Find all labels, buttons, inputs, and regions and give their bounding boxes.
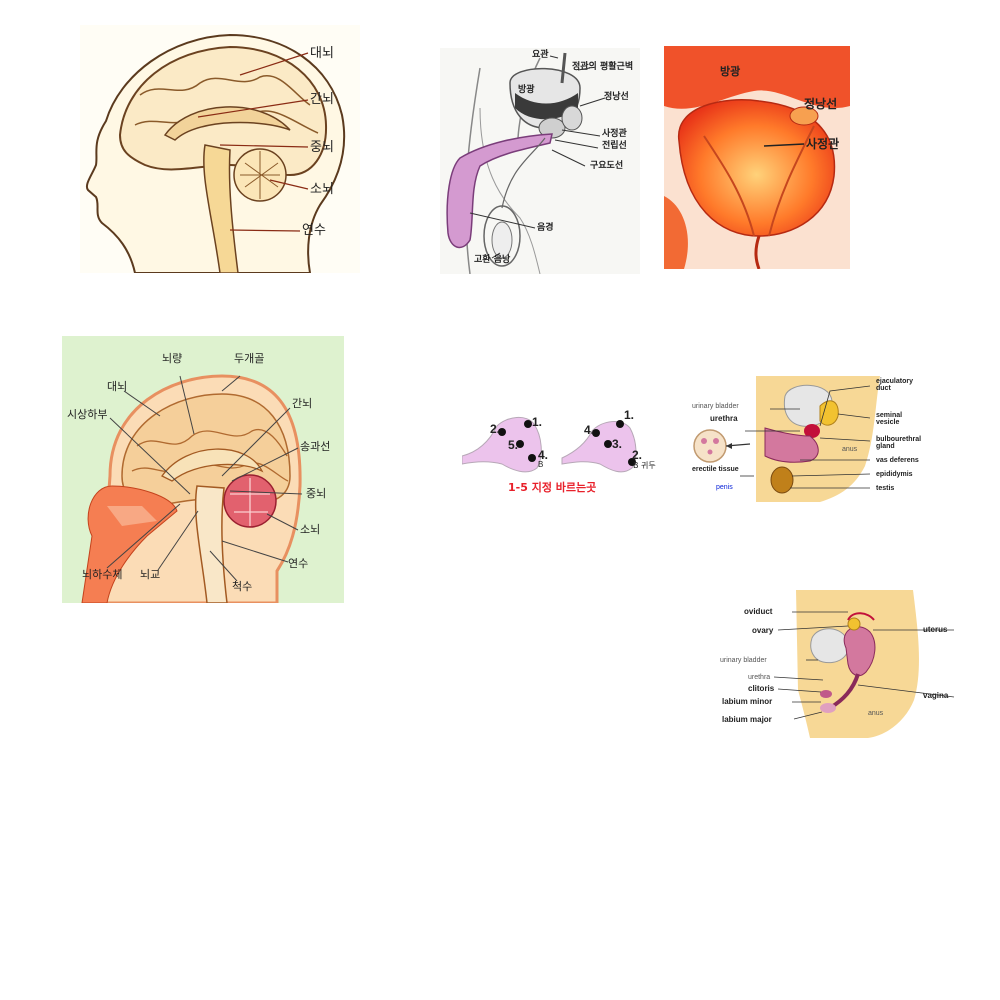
male-english-label: testis — [876, 485, 895, 492]
male-english-label: erectile tissue — [692, 466, 739, 473]
brain-sketch-label: 대뇌 — [310, 46, 334, 61]
brain-color-label: 소뇌 — [300, 523, 321, 536]
point-sub-label: B — [538, 460, 544, 469]
female-english-label: labium major — [722, 715, 772, 724]
male-korean-label: 정낭선 — [604, 92, 629, 102]
brain-color-label: 뇌량 — [162, 352, 183, 365]
brain-sketch-label: 간뇌 — [310, 92, 334, 107]
brain-color-label: 간뇌 — [292, 397, 313, 410]
point-label: 2. — [490, 422, 501, 436]
male-korean-label: 전립선 — [602, 141, 627, 151]
prostate-label: 사정관 — [806, 137, 840, 151]
brain-color-label: 척수 — [232, 580, 253, 593]
female-english-label: clitoris — [748, 684, 775, 693]
male-english-label: anus — [842, 446, 858, 453]
male-korean-label: 방광 — [518, 85, 535, 95]
brain-color-label: 두개골 — [234, 352, 265, 365]
male-english-label: ejaculatory duct — [876, 378, 913, 392]
female-english-label: uterus — [923, 625, 948, 634]
point-label: 3. — [612, 437, 623, 451]
male-korean-label: 요관 — [532, 50, 549, 60]
brain-color-panel: 뇌량 두개골 대뇌 간뇌 시상하부 송과선 중뇌 소뇌 연수 뇌하수체 뇌교 척… — [62, 336, 344, 603]
brain-color-label: 중뇌 — [306, 487, 327, 500]
female-english-label: oviduct — [744, 607, 773, 616]
prostate-label: 방광 — [720, 65, 741, 78]
male-english-label: penis — [716, 484, 733, 491]
brain-color-label: 연수 — [288, 557, 309, 570]
brain-color-label: 송과선 — [300, 440, 331, 453]
brain-sketch-label: 연수 — [302, 223, 326, 238]
female-english-label: anus — [868, 710, 884, 717]
male-reproductive-english-panel: urinary bladder urethra erectile tissue … — [690, 376, 930, 502]
brain-sketch-panel: 대뇌 간뇌 중뇌 소뇌 연수 — [80, 25, 360, 273]
male-reproductive-korean-panel: 요관 정관의 평활근벽 방광 정낭선 사정관 전립선 구요도선 음경 고환 음낭 — [440, 48, 640, 274]
point-label: 4. — [584, 423, 595, 437]
brain-sketch-label: 소뇌 — [310, 182, 334, 197]
brain-color-label: 시상하부 — [67, 408, 108, 421]
female-reproductive-english-drawing — [718, 590, 958, 738]
male-reproductive-english-drawing — [690, 376, 930, 502]
brain-color-label: 대뇌 — [107, 380, 128, 393]
brain-sketch-label: 중뇌 — [310, 140, 334, 155]
prostate-label: 정낭선 — [804, 97, 838, 111]
female-english-label: urethra — [748, 674, 771, 681]
point-label: 5. — [508, 438, 519, 452]
male-korean-label: 음경 — [537, 223, 554, 233]
prostate-photo-drawing — [664, 46, 850, 269]
male-english-label: seminal vesicle — [876, 412, 903, 426]
point-label: 1. — [624, 408, 635, 422]
female-reproductive-english-panel: oviduct ovary urinary bladder urethra cl… — [718, 590, 958, 738]
female-english-label: urinary bladder — [720, 657, 767, 664]
male-english-label: epididymis — [876, 471, 913, 478]
male-korean-label: 사정관 — [602, 129, 627, 139]
points-caption: 1-5 지정 바르는곳 — [508, 481, 597, 494]
brain-color-label: 뇌교 — [140, 568, 161, 581]
point-sub-label: B 귀두 — [633, 461, 656, 470]
application-points-drawing — [462, 396, 662, 498]
male-korean-label: 구요도선 — [590, 161, 624, 171]
male-korean-label: 고환 음낭 — [474, 255, 511, 265]
male-korean-label: 정관의 평활근벽 — [572, 62, 634, 72]
point-label: 2. — [632, 448, 643, 462]
female-english-label: vagina — [923, 691, 949, 700]
male-reproductive-korean-drawing — [440, 48, 640, 274]
application-points-panel: 2. 1. 5. 4. B 4. 1. 3. 2. B 귀두 1-5 지정 바르… — [462, 396, 662, 498]
brain-color-drawing — [62, 336, 344, 603]
brain-color-label: 뇌하수체 — [82, 568, 123, 581]
prostate-photo-panel: 방광 정낭선 사정관 — [664, 46, 850, 269]
male-english-label: urinary bladder — [692, 403, 739, 410]
point-label: 4. — [538, 448, 549, 462]
male-english-label: vas deferens — [876, 457, 919, 464]
point-label: 1. — [532, 415, 543, 429]
female-english-label: ovary — [752, 626, 774, 635]
male-english-label: bulbourethral gland — [876, 436, 922, 450]
male-english-label: urethra — [710, 414, 738, 423]
brain-sketch-drawing — [80, 25, 360, 273]
female-english-label: labium minor — [722, 697, 773, 706]
